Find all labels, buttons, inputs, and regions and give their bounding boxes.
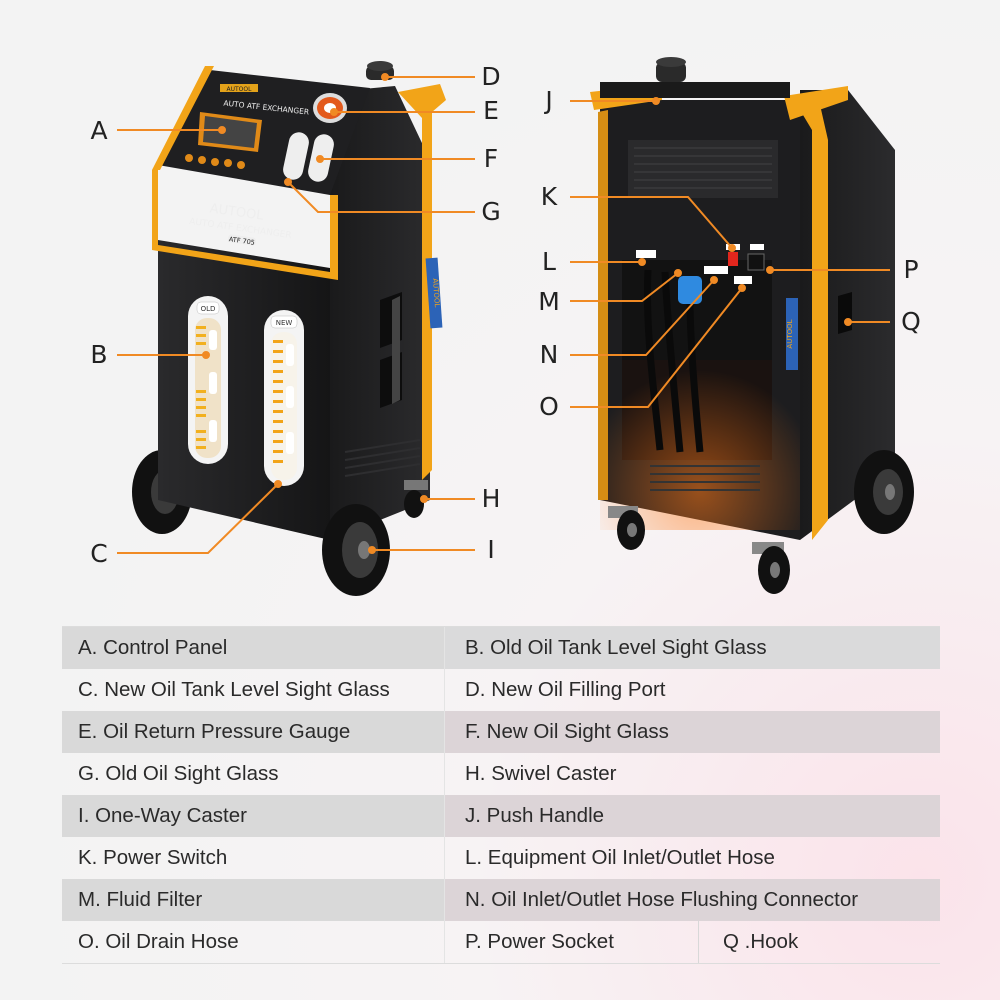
parts-legend-table: A. Control Panel B. Old Oil Tank Level S… xyxy=(62,626,940,964)
legend-row: A. Control Panel B. Old Oil Tank Level S… xyxy=(62,627,940,669)
callout-n: N xyxy=(539,340,559,369)
rear-filling-cap xyxy=(656,57,686,82)
callout-b: B xyxy=(90,340,108,369)
flushing-connector-label xyxy=(704,266,728,274)
callout-k: K xyxy=(540,182,558,211)
legend-cell: H. Swivel Caster xyxy=(465,762,617,785)
front-frame xyxy=(398,84,446,480)
fluid-filter xyxy=(678,276,702,304)
product-diagram: AUTOOL AUTO ATF EXCHANGER AUTOOL AUTO AT… xyxy=(90,57,921,596)
svg-text:AUTOOL: AUTOOL xyxy=(786,319,794,348)
legend-cell: I. One-Way Caster xyxy=(62,795,445,837)
brand-badge: AUTOOL xyxy=(227,86,253,93)
legend-cell: G. Old Oil Sight Glass xyxy=(62,753,445,795)
callout-d: D xyxy=(481,62,501,91)
callout-h: H xyxy=(481,484,501,513)
callout-f: F xyxy=(483,144,499,173)
front-yellow-trim xyxy=(152,170,338,280)
top-sight-glasses xyxy=(283,132,334,182)
legend-cell: A. Control Panel xyxy=(62,627,445,669)
callout-i: I xyxy=(487,535,495,564)
swivel-caster xyxy=(404,480,428,518)
legend-row: O. Oil Drain Hose P. Power Socket Q .Hoo… xyxy=(62,921,940,963)
callout-l: L xyxy=(542,247,556,276)
push-handle xyxy=(590,84,848,540)
one-way-caster xyxy=(322,504,390,596)
rear-hoses xyxy=(643,269,704,453)
rear-machine: AUTOOL xyxy=(590,57,914,594)
oil-return-pressure-gauge xyxy=(313,93,347,123)
machine-illustrations: AUTOOL AUTO ATF EXCHANGER AUTOOL AUTO AT… xyxy=(117,57,914,596)
rear-left-caster xyxy=(608,506,645,550)
legend-cell: P. Power Socket xyxy=(445,921,699,963)
legend-cell: L. Equipment Oil Inlet/Outlet Hose xyxy=(465,846,775,869)
hook xyxy=(838,292,852,334)
callout-e: E xyxy=(483,96,499,125)
legend-row: I. One-Way Caster J. Push Handle xyxy=(62,795,940,837)
rear-lower-vents xyxy=(650,465,760,491)
control-panel xyxy=(185,112,262,169)
callout-j: J xyxy=(545,86,553,115)
callout-q: Q xyxy=(901,307,921,336)
new-oil-tank-sight-glass: NEW xyxy=(264,310,304,486)
callout-p: P xyxy=(903,255,919,284)
callout-c: C xyxy=(90,539,108,568)
legend-cell: F. New Oil Sight Glass xyxy=(445,711,940,753)
front-vents xyxy=(344,439,421,477)
front-body xyxy=(158,240,330,540)
svg-text:AUTOOL: AUTOOL xyxy=(431,278,441,308)
legend-row: G. Old Oil Sight Glass H. Swivel Caster xyxy=(62,753,940,795)
front-machine: AUTOOL AUTO ATF EXCHANGER AUTOOL AUTO AT… xyxy=(132,61,446,596)
legend-cell: J. Push Handle xyxy=(445,795,940,837)
model-number: ATF 705 xyxy=(228,235,255,247)
legend-row: K. Power Switch L. Equipment Oil Inlet/O… xyxy=(62,837,940,879)
legend-cell: Q .Hook xyxy=(723,930,799,953)
side-slots xyxy=(380,292,402,408)
rear-grille-lines xyxy=(634,147,772,189)
legend-cell: O. Oil Drain Hose xyxy=(62,921,445,963)
legend-cell: N. Oil Inlet/Outlet Hose Flushing Connec… xyxy=(445,879,940,921)
rear-side-logo: AUTOOL xyxy=(786,298,798,370)
callout-g: G xyxy=(481,197,501,226)
legend-cell: E. Oil Return Pressure Gauge xyxy=(62,711,445,753)
old-oil-tank-sight-glass: OLD xyxy=(188,296,228,464)
legend-row: E. Oil Return Pressure Gauge F. New Oil … xyxy=(62,711,940,753)
rear-mid-caster xyxy=(752,542,790,594)
legend-cell: D. New Oil Filling Port xyxy=(465,678,666,701)
legend-cell: C. New Oil Tank Level Sight Glass xyxy=(62,669,445,711)
legend-cell: K. Power Switch xyxy=(62,837,445,879)
callout-a: A xyxy=(90,116,108,145)
legend-cell: M. Fluid Filter xyxy=(62,879,445,921)
hose-port-label xyxy=(636,250,656,258)
legend-cell: B. Old Oil Tank Level Sight Glass xyxy=(445,627,940,669)
power-socket xyxy=(747,244,765,271)
new-label: NEW xyxy=(276,319,293,327)
front-side-logo: AUTOOL xyxy=(425,257,443,329)
callout-o: O xyxy=(539,392,559,421)
legend-row: M. Fluid Filter N. Oil Inlet/Outlet Hose… xyxy=(62,879,940,921)
rear-right-wheel xyxy=(854,450,914,534)
drain-hose-label xyxy=(734,276,752,284)
callout-lines xyxy=(117,73,890,554)
legend-row: C. New Oil Tank Level Sight Glass D. New… xyxy=(62,669,940,711)
old-label: OLD xyxy=(201,305,216,313)
callout-m: M xyxy=(538,287,560,316)
